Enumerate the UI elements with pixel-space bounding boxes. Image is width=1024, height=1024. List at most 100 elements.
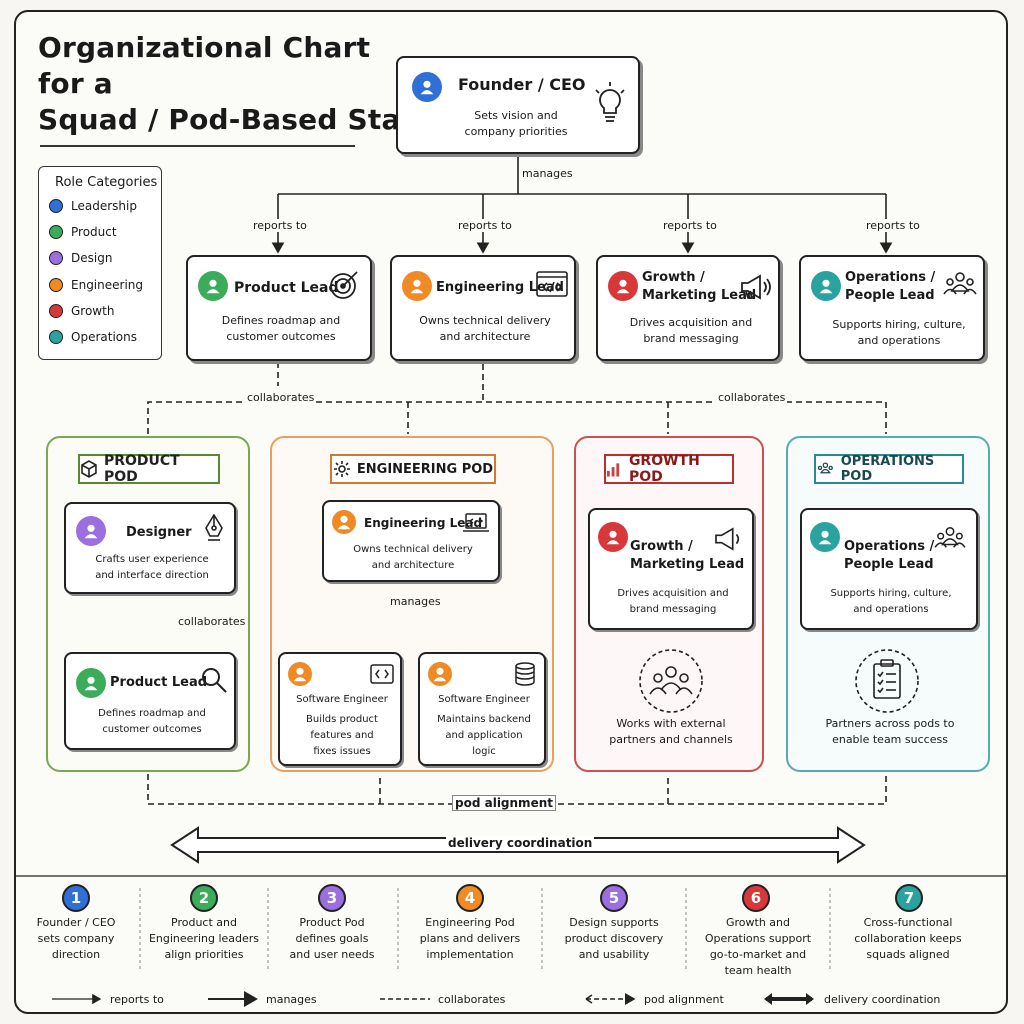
reports-to-label-growth: reports to (661, 219, 719, 232)
pod-people-icon (934, 526, 966, 548)
pod-collaborates-label: collaborates (176, 615, 248, 628)
operations-lead-avatar-icon (811, 271, 841, 301)
step-6-badge: 6 (742, 884, 770, 912)
role-legend: Role Categories Leadership Product Desig… (38, 166, 162, 360)
pod-product-lead-title: Product Lead (110, 675, 208, 690)
growth-pod: GROWTH POD Growth /Marketing Lead Drives… (574, 436, 764, 772)
operations-pod-banner: OPERATIONS POD (814, 454, 964, 484)
gear-icon (333, 461, 350, 477)
bar-chart-icon (606, 463, 620, 477)
software-engineer-1-avatar-icon (288, 662, 312, 686)
legend-item-product: Product (49, 225, 117, 239)
collaborates-label-left: collaborates (245, 391, 317, 404)
legend-item-operations: Operations (49, 330, 137, 344)
reports-to-label-product: reports to (251, 219, 309, 232)
growth-lead-avatar-icon (608, 271, 638, 301)
manages-label: manages (520, 167, 575, 180)
reports-to-label-engineering: reports to (456, 219, 514, 232)
clipboard-checklist-icon (855, 649, 919, 713)
engineering-lead-avatar-icon (402, 271, 432, 301)
key-pod-alignment: pod alignment (644, 993, 724, 1006)
engineering-dot-icon (49, 278, 63, 292)
cube-icon (81, 460, 97, 478)
pod-operations-lead-desc: Supports hiring, culture,and operations (830, 588, 952, 615)
people-icon (943, 272, 977, 295)
reports-to-label-operations: reports to (864, 219, 922, 232)
product-pod: PRODUCT POD Designer Crafts user experie… (46, 436, 250, 772)
pod-operations-lead-box: Operations /People Lead Supports hiring,… (800, 508, 978, 630)
pod-growth-lead-avatar-icon (598, 522, 628, 552)
designer-title: Designer (126, 525, 192, 540)
target-icon (330, 271, 358, 299)
product-lead-avatar-icon (198, 271, 228, 301)
key-collaborates: collaborates (438, 993, 506, 1006)
key-reports-to: reports to (110, 993, 164, 1006)
pod-product-lead-avatar-icon (76, 668, 106, 698)
growth-dot-icon (49, 304, 63, 318)
designer-avatar-icon (76, 516, 106, 546)
step-2-badge: 2 (190, 884, 218, 912)
code-window-icon (536, 271, 568, 297)
lightbulb-icon (595, 82, 625, 122)
pod-growth-lead-title: Growth /Marketing Lead (630, 539, 745, 572)
legend-title: Role Categories (55, 175, 158, 190)
pod-growth-lead-box: Growth /Marketing Lead Drives acquisitio… (588, 508, 754, 630)
legend-item-growth: Growth (49, 304, 114, 318)
pod-engineering-lead-title: Engineering Lead (364, 516, 483, 530)
key-delivery-coordination: delivery coordination (824, 993, 941, 1006)
legend-item-engineering: Engineering (49, 278, 143, 292)
software-engineer-2-avatar-icon (428, 662, 452, 686)
magnifier-icon (202, 668, 227, 693)
engineering-pod: ENGINEERING POD Engineering Lead Owns te… (270, 436, 554, 772)
pod-manages-label: manages (388, 595, 443, 608)
megaphone-icon (741, 274, 771, 300)
step-3-badge: 3 (318, 884, 346, 912)
pod-operations-lead-avatar-icon (810, 522, 840, 552)
product-dot-icon (49, 225, 63, 239)
ceo-title: Founder / CEO (458, 75, 586, 94)
operations-lead-desc: Supports hiring, culture,and operations (832, 318, 966, 347)
team-icon (817, 462, 833, 474)
operations-dot-icon (49, 330, 63, 344)
growth-pod-banner: GROWTH POD (604, 453, 734, 485)
title-underline (40, 145, 355, 147)
step-4-badge: 4 (456, 884, 484, 912)
step-5-badge: 5 (600, 884, 628, 912)
engineering-lead-box: Engineering Lead Owns technical delivery… (390, 255, 576, 361)
software-engineer-2-title: Software Engineer (438, 694, 530, 705)
operations-lead-box: Operations /People Lead Supports hiring,… (799, 255, 985, 361)
pod-engineering-lead-avatar-icon (332, 510, 356, 534)
ceo-avatar-icon (412, 72, 442, 102)
pod-operations-lead-title: Operations /People Lead (844, 539, 935, 572)
database-icon (515, 662, 535, 686)
legend-item-design: Design (49, 251, 112, 265)
key-manages: manages (266, 993, 317, 1006)
legend-item-leadership: Leadership (49, 199, 137, 213)
engineering-pod-banner: ENGINEERING POD (330, 454, 496, 484)
design-dot-icon (49, 251, 63, 265)
pen-nib-icon (205, 514, 223, 541)
pod-engineering-lead-box: Engineering Lead Owns technical delivery… (322, 500, 500, 582)
